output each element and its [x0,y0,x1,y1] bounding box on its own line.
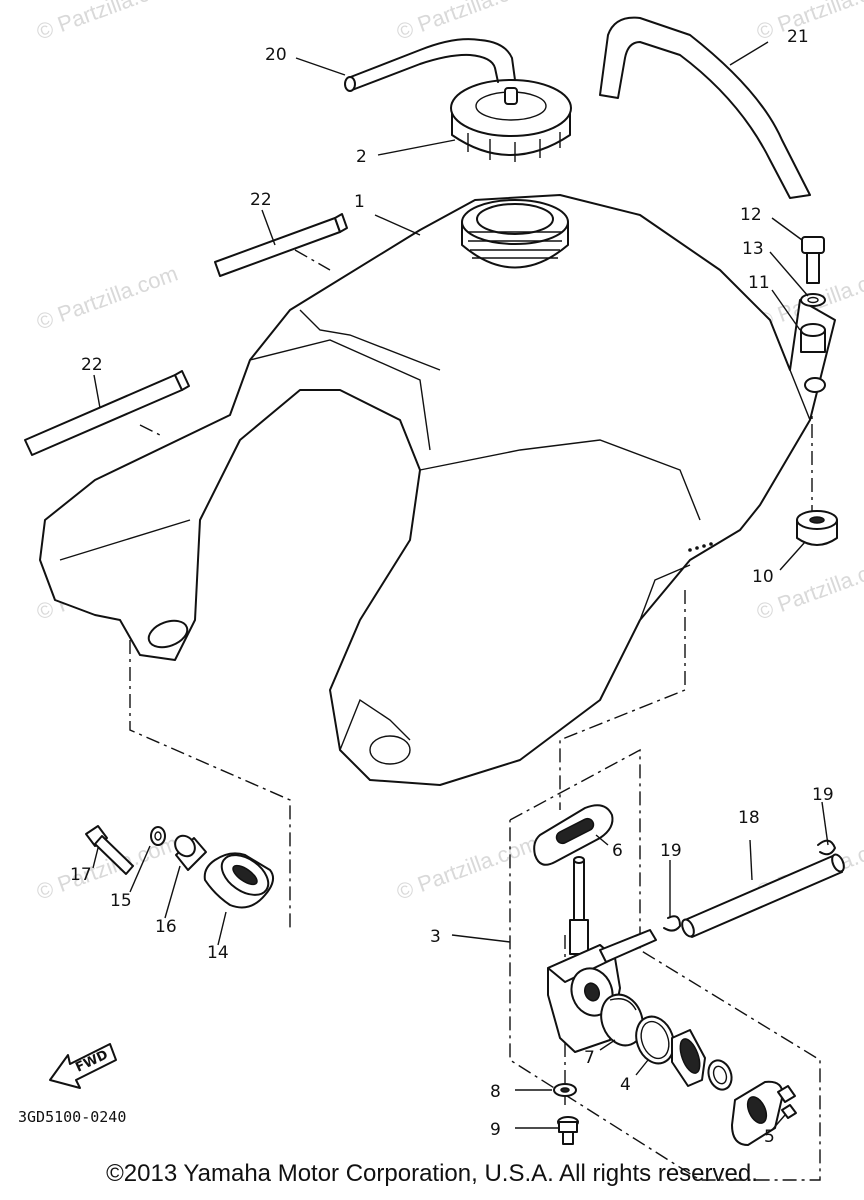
collar-part-11 [800,323,826,353]
cup-part-7 [600,993,644,1047]
damper-strip-part-22-upper [214,213,348,277]
cover-plate [731,1080,784,1146]
screw-part-5 [777,1085,797,1119]
gasket-part-6 [533,804,614,866]
part-label-3: 3 [430,927,441,947]
fuel-cap-part-2 [450,79,572,162]
hose-part-21 [599,16,811,199]
filler-neck [461,199,569,269]
part-label-8: 8 [490,1082,501,1102]
watermark: © Partzilla.com [33,0,181,45]
part-label-20: 20 [265,45,287,65]
fuel-hose-part-18 [681,853,845,938]
part-label-1: 1 [354,192,365,212]
watermark: © Partzilla.com [753,551,864,625]
part-label-9: 9 [490,1120,501,1140]
hose-clip-part-19-left [663,915,681,932]
forward-direction-arrow: FWD [49,1043,117,1089]
part-label-18: 18 [738,808,760,828]
part-label-13: 13 [742,239,764,259]
part-label-11: 11 [748,273,770,293]
part-label-22-upper: 22 [250,190,272,210]
part-label-12: 12 [740,205,762,225]
lever-knob [671,1029,706,1087]
leader-lines [92,41,829,1131]
part-label-4: 4 [620,1075,631,1095]
damper-part-14 [203,852,275,909]
damper-strip-part-22-lower [24,370,190,456]
part-label-7: 7 [584,1048,595,1068]
washer-part-13 [800,293,826,307]
breather-hose-part-20 [344,38,516,92]
watermark: © Partzilla.com [393,831,541,905]
part-label-10: 10 [752,567,774,587]
part-label-21: 21 [787,27,809,47]
part-label-22-lower: 22 [81,355,103,375]
part-label-19-left: 19 [660,841,682,861]
washer-part-8 [553,1083,577,1097]
o-ring-part-4 [635,1015,675,1065]
collar-part-16 [174,834,207,871]
drain-bolt-part-9 [557,1116,579,1145]
part-label-16: 16 [155,917,177,937]
watermark: © Partzilla.com [393,0,541,45]
part-label-5: 5 [764,1127,775,1147]
part-label-14: 14 [207,943,229,963]
part-label-17: 17 [70,865,92,885]
bolt-part-12 [801,236,825,284]
hose-clip-part-19-right [817,839,836,856]
copyright-notice: ©2013 Yamaha Motor Corporation, U.S.A. A… [106,1160,758,1187]
fuel-tank-part-1 [39,194,836,786]
seal-ring [707,1059,733,1091]
grommet-part-10 [796,510,838,546]
diagram-code: 3GD5100-0240 [18,1108,126,1126]
part-label-2: 2 [356,147,367,167]
part-label-19-right: 19 [812,785,834,805]
watermark: © Partzilla.com [33,261,181,335]
part-label-15: 15 [110,891,132,911]
bolt-part-17 [85,825,134,875]
part-label-6: 6 [612,841,623,861]
washer-part-15 [150,826,166,846]
part-labels: 1 2 20 21 22 22 12 13 11 10 17 15 16 14 … [70,27,834,1147]
